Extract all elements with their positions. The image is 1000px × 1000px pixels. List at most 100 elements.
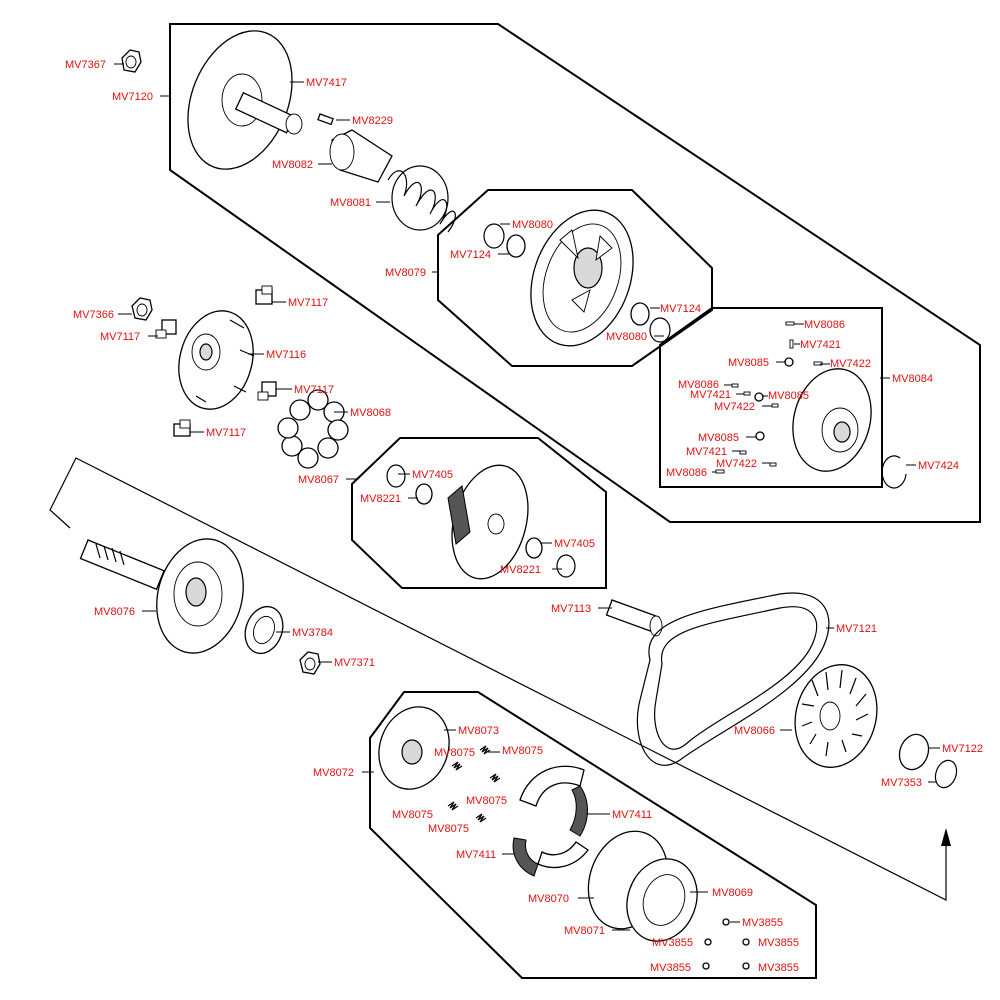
small-pin-icon [769,462,777,467]
fastener-icon [742,938,750,946]
part-label: MV8085 [728,357,769,369]
snap-ring-icon [386,464,406,488]
part-label: MV8080 [512,219,553,231]
slider-piece-icon [255,285,273,305]
drive-face-icon [447,464,529,580]
part-label: MV7117 [206,427,246,439]
part-label: MV8086 [678,379,719,391]
part-label: MV7117 [100,331,140,343]
clutch-group-frame [369,691,817,979]
part-label: MV7122 [942,743,983,755]
clutch-shoe-icon [519,765,588,837]
part-label: MV3855 [742,917,783,929]
fastener-icon [722,918,730,926]
fastener-icon [702,962,710,970]
clutch-plate-icon [378,706,450,790]
slider-piece-icon [173,419,191,437]
part-label: MV8081 [330,197,371,209]
bearing-icon [244,605,284,655]
part-label: MV7411 [456,849,496,861]
part-label: MV7422 [830,358,871,370]
oil-seal-icon [415,483,433,505]
drive-face-subgroup-frame [351,437,607,589]
part-label: MV7422 [714,401,755,413]
part-label: MV8085 [768,390,809,402]
oil-seal-icon [525,537,543,559]
part-labels: MV7367 MV7120 MV7417 MV8229 MV8082 MV808… [65,59,983,974]
part-label: MV7120 [112,91,153,103]
arrow-head [941,828,951,846]
part-label: MV8076 [94,606,135,618]
small-pin-icon [715,469,725,474]
part-label: MV8075 [466,795,507,807]
pin-icon [317,113,334,126]
bearing-icon [898,733,930,771]
part-label: MV8082 [272,159,313,171]
part-label: MV8070 [528,893,569,905]
part-label: MV7117 [288,297,328,309]
clutch-spring-icon [447,801,459,811]
clutch-spring-icon [479,745,491,755]
part-label: MV8075 [428,823,469,835]
fixed-sheave-icon [530,209,634,347]
part-label: MV7421 [690,389,731,401]
part-label: MV8075 [392,809,433,821]
small-pin-icon [789,339,794,349]
part-label: MV7417 [306,77,347,89]
cooling-fan-icon [794,664,878,768]
part-label: MV7371 [334,657,375,669]
part-label: MV8086 [804,319,845,331]
part-label: MV3784 [292,627,333,639]
part-label: MV3855 [758,962,799,974]
part-label: MV7411 [612,809,652,821]
snap-ring-icon [649,317,671,343]
fixed-sheave-subgroup-frame [437,189,713,367]
part-label: MV7366 [73,309,114,321]
small-pin-icon [731,383,739,388]
part-label: MV8084 [892,373,933,385]
driven-face-plate-icon [187,30,303,170]
driven-pulley-group-frame [169,23,981,523]
part-label: MV8073 [458,725,499,737]
part-label: MV8229 [352,115,393,127]
clutch-drum-icon [587,830,698,942]
part-label: MV8072 [313,767,354,779]
part-label: MV7422 [716,458,757,470]
part-label: MV7353 [881,777,922,789]
part-label: MV8069 [712,887,753,899]
part-label: MV8068 [350,407,391,419]
small-pin-icon [739,450,747,455]
part-label: MV7421 [686,446,727,458]
snap-ring-icon [483,223,505,249]
part-label: MV7117 [294,384,334,396]
leader-lines [114,63,940,931]
part-label: MV8066 [734,725,775,737]
part-label: MV7421 [800,339,841,351]
part-label: MV8080 [606,331,647,343]
drive-shaft-housing-icon [79,538,244,654]
nut-icon [299,651,321,675]
torque-cam-icon [792,368,872,472]
roller-icon [754,392,764,402]
oil-seal-icon [630,302,650,326]
part-label: MV8221 [500,564,541,576]
roller-weights-icon [277,389,349,469]
coil-spring-icon [387,165,456,233]
part-label: MV8086 [666,467,707,479]
part-label: MV8067 [298,474,339,486]
part-label: MV7124 [660,303,701,315]
snap-ring-icon [934,759,958,789]
part-label: MV8221 [360,493,401,505]
part-label: MV8075 [434,747,475,759]
part-label: MV7424 [918,460,959,472]
part-label: MV8075 [502,745,543,757]
spacer-tube-icon [605,599,663,637]
small-pin-icon [771,403,779,408]
clutch-spring-icon [451,761,463,771]
part-label: MV7405 [554,538,595,550]
part-label: MV8071 [564,925,605,937]
snap-ring-icon [556,554,576,578]
assembly-path-arrow [49,457,947,901]
collar-sleeve-icon [329,129,393,183]
